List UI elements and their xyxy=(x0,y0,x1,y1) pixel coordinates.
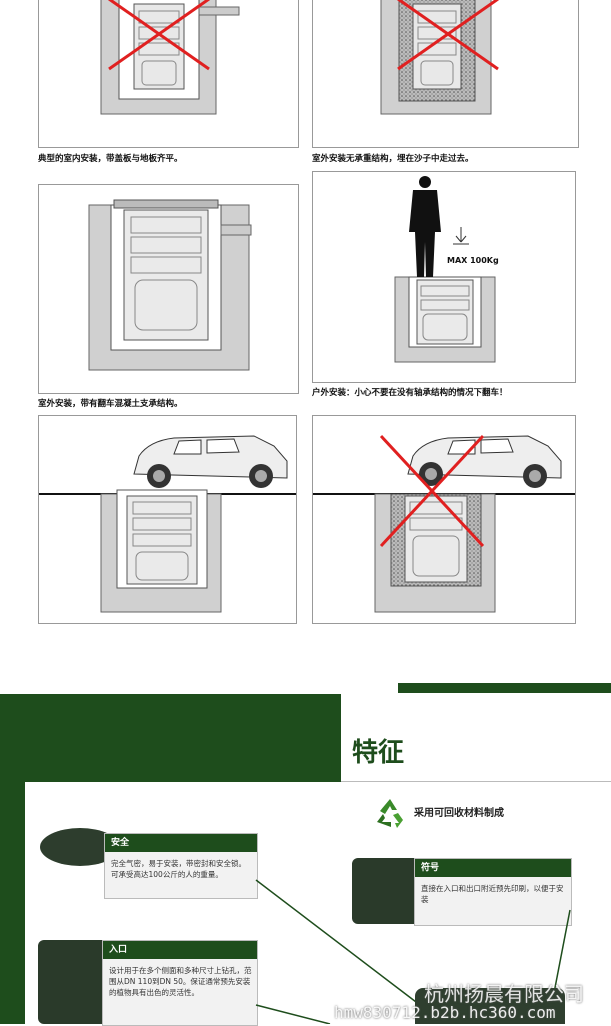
car-icon xyxy=(133,435,288,488)
feature-box-symbol: 符号 直接在入口和出口附近预先印刷，以便于安装 xyxy=(414,858,572,926)
diagram-outdoor-sand xyxy=(312,0,579,148)
diagram-car-no-support xyxy=(312,415,576,624)
diagram-indoor-flush xyxy=(38,0,299,148)
recycle-icon xyxy=(373,796,407,830)
diagram-car-concrete xyxy=(38,415,297,624)
feature-box-safety-title: 安全 xyxy=(105,834,257,852)
watermark-url: hmw830712.b2b.hc360.com xyxy=(334,1003,556,1022)
top-green-bar xyxy=(398,683,611,693)
features-title: 特征 xyxy=(352,738,405,768)
feature-box-symbol-title: 符号 xyxy=(415,859,571,877)
header-green-block xyxy=(25,714,341,782)
recycle-label: 采用可回收材料制成 xyxy=(414,808,504,819)
left-green-strip xyxy=(0,694,25,1024)
header-green-band xyxy=(25,694,341,714)
tank-product-image xyxy=(415,988,565,1024)
man-silhouette-icon xyxy=(409,176,441,277)
caption-outdoor-sand: 室外安装无承重结构，埋在沙子中走过去。 xyxy=(312,154,474,164)
diagram-outdoor-max-load: MAX 100Kg xyxy=(312,171,576,383)
feature-box-inlet: 入口 设计用于在多个侧面和多种尺寸上钻孔，范围从DN 110到DN 50。保证通… xyxy=(102,940,258,1026)
car-icon xyxy=(407,435,562,488)
watermark-company: 杭州扬晨有限公司 xyxy=(424,982,584,1006)
diagram-outdoor-concrete xyxy=(38,184,299,394)
caption-max-load: 户外安装：小心不要在没有轴承结构的情况下翻车！ xyxy=(312,388,508,398)
feature-box-symbol-text: 直接在入口和出口附近预先印刷，以便于安装 xyxy=(421,884,564,904)
feature-box-inlet-text: 设计用于在多个侧面和多种尺寸上钻孔，范围从DN 110到DN 50。保证通常预先… xyxy=(109,966,252,997)
feature-box-inlet-title: 入口 xyxy=(103,941,257,959)
symbol-tank-image xyxy=(352,858,422,924)
caption-indoor: 典型的室内安装，带盖板与地板齐平。 xyxy=(38,154,183,164)
caption-concrete: 室外安装，带有翻车混凝土支承结构。 xyxy=(38,399,183,409)
header-divider xyxy=(341,781,611,782)
feature-box-safety: 安全 完全气密，易于安装，带密封和安全锁。可承受高达100公斤的人的重量。 xyxy=(104,833,258,899)
inlet-tank-image xyxy=(38,940,108,1024)
max-load-label: MAX 100Kg xyxy=(447,256,499,265)
load-arrow-icon xyxy=(453,227,469,245)
feature-box-safety-text: 完全气密，易于安装，带密封和安全锁。可承受高达100公斤的人的重量。 xyxy=(111,859,246,879)
